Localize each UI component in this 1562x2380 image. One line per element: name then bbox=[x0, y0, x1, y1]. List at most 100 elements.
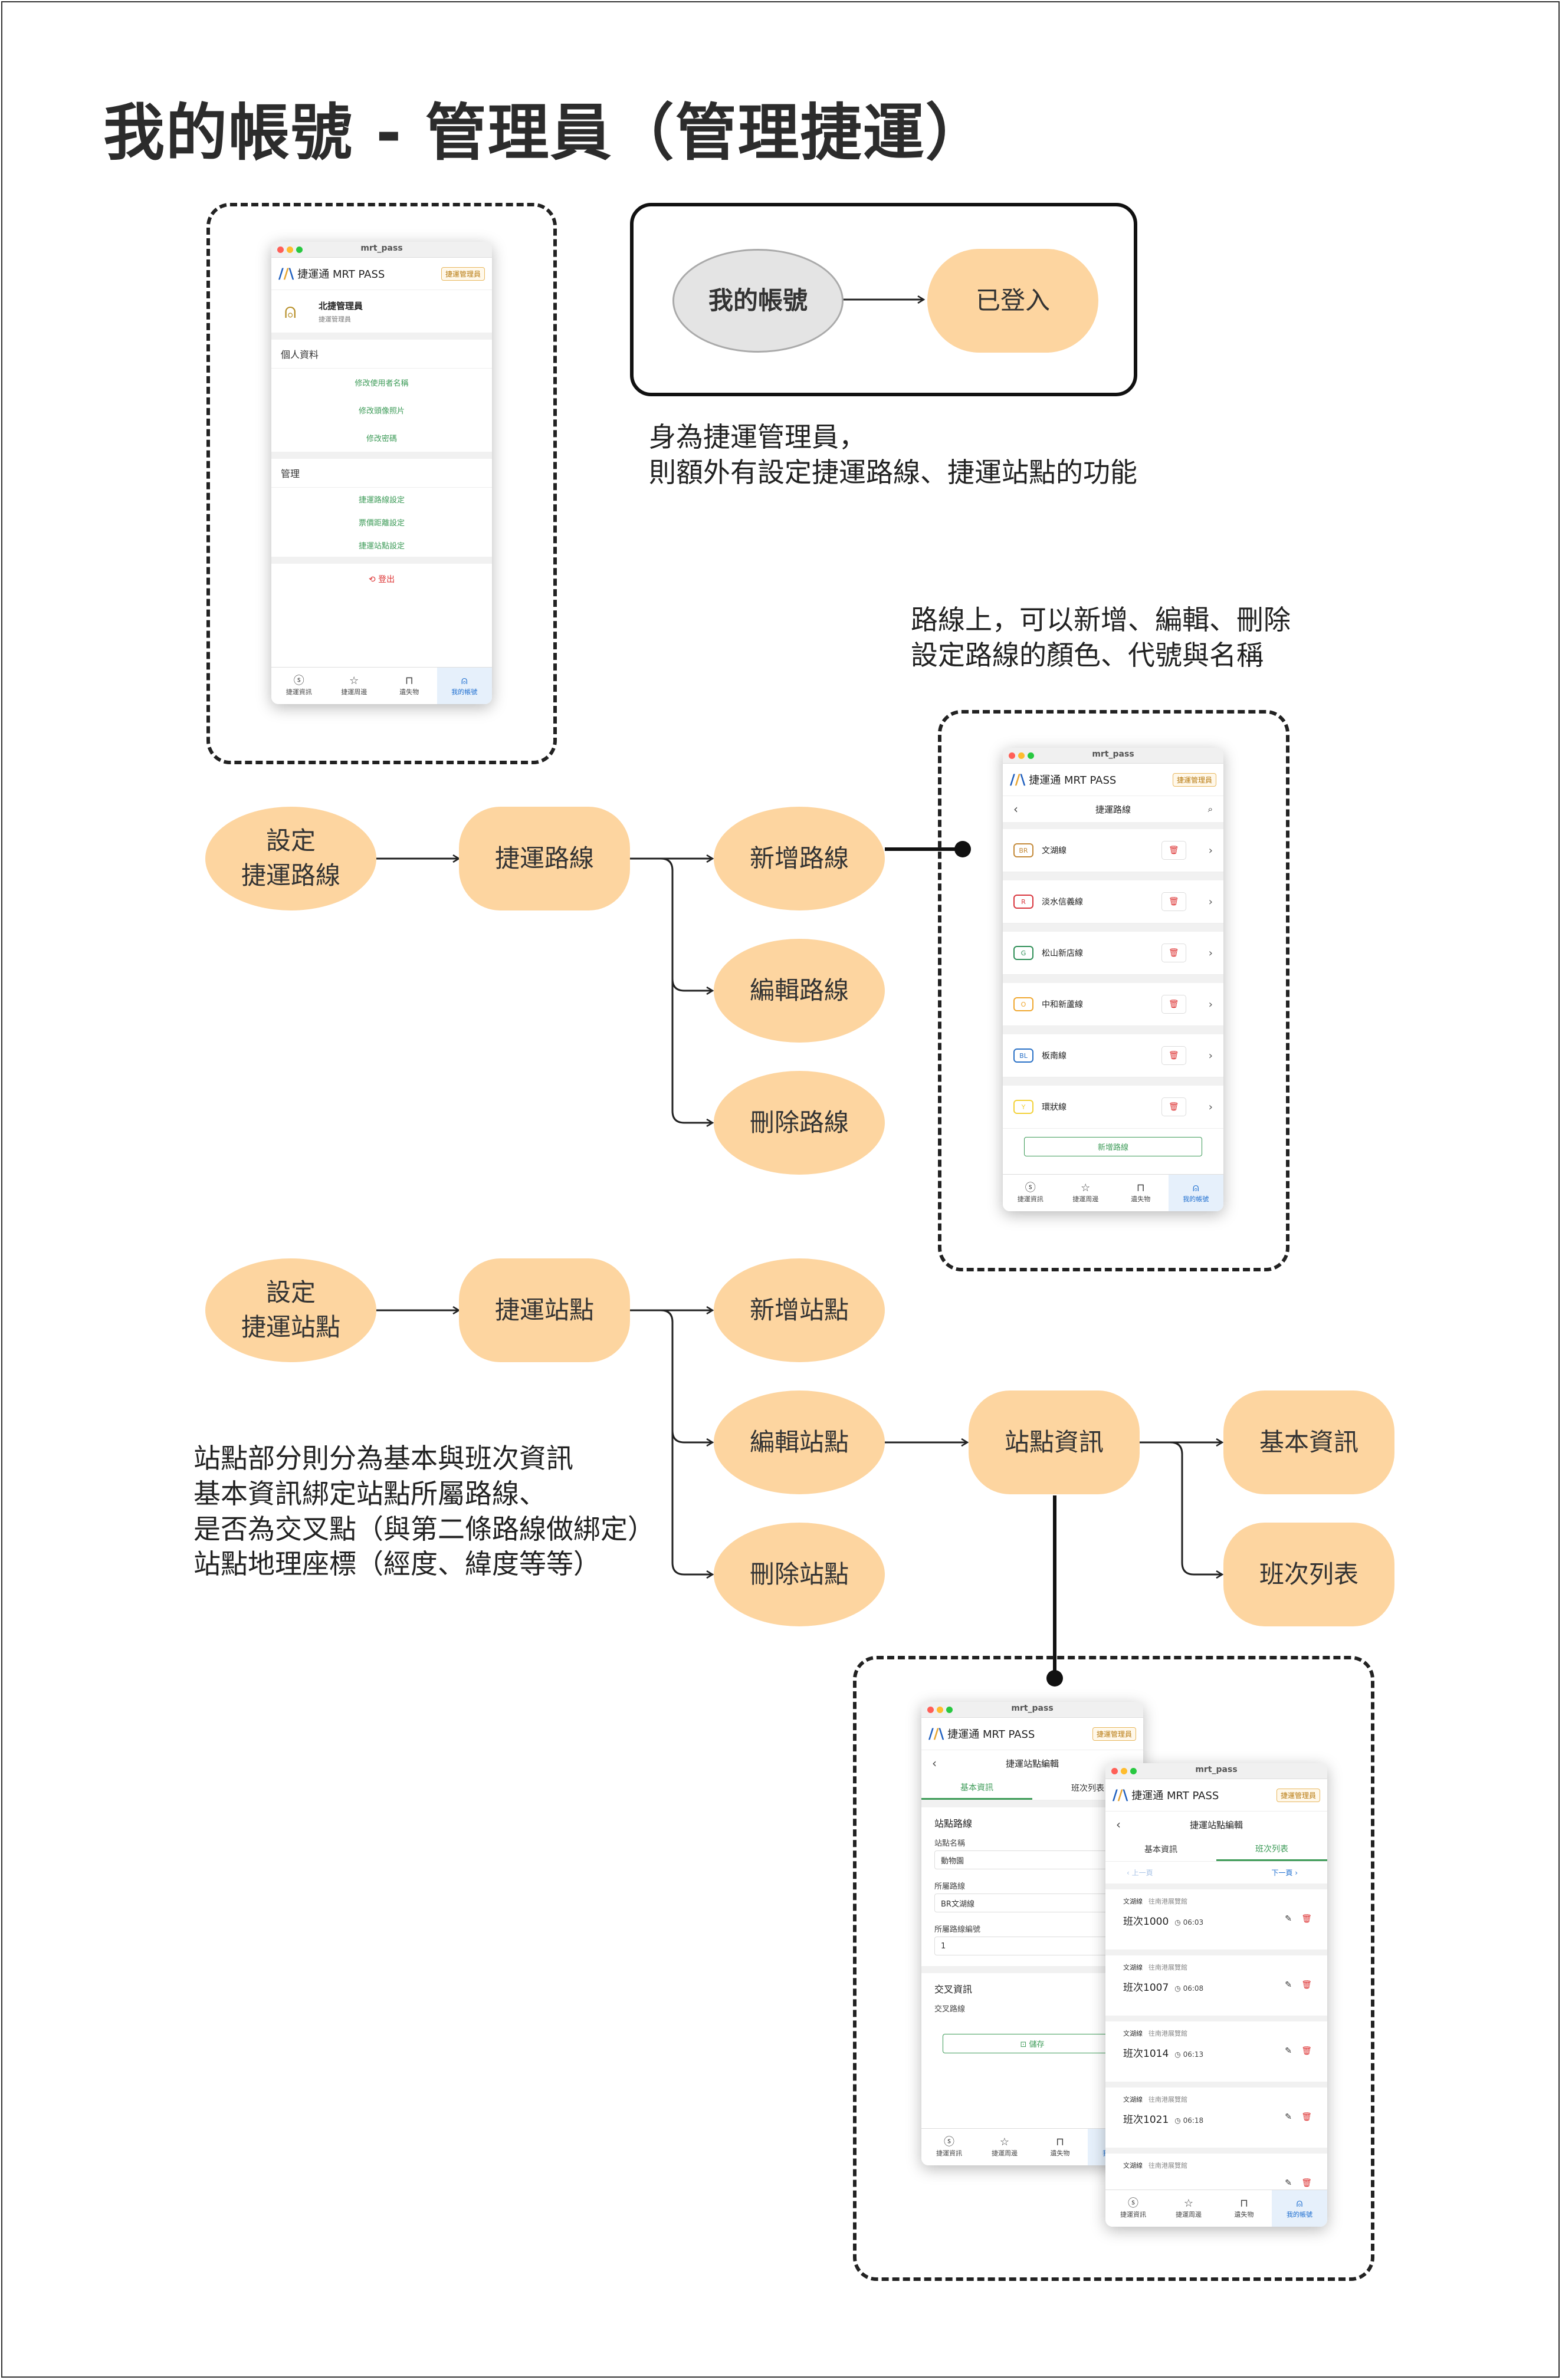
schedule-line: 文湖線 bbox=[1123, 1964, 1143, 1971]
edit-password-link[interactable]: 修改密碼 bbox=[366, 435, 397, 443]
edit-avatar-link[interactable]: 修改頭像照片 bbox=[358, 407, 405, 416]
role-badge: 捷運管理員 bbox=[1276, 1788, 1320, 1802]
schedule-time: 06:03 bbox=[1183, 1918, 1204, 1927]
chevron-right-icon[interactable]: › bbox=[1208, 1049, 1213, 1062]
nav-nearby[interactable]: ☆捷運周邊 bbox=[992, 2136, 1018, 2158]
add-route-button[interactable]: 新增路線 bbox=[1024, 1137, 1202, 1156]
nav-lost-found[interactable]: ⊓遺失物 bbox=[1131, 1182, 1151, 1204]
route-badge: BR bbox=[1013, 843, 1033, 857]
tab-schedule-list[interactable]: 班次列表 bbox=[1071, 1784, 1104, 1793]
nav-lost-found[interactable]: ⊓遺失物 bbox=[1234, 2197, 1254, 2219]
pager: ‹ 上一頁 下一頁 › bbox=[1105, 1862, 1327, 1889]
schedule-code: 班次1007 bbox=[1123, 1982, 1169, 1994]
tab-basic-info[interactable]: 基本資訊 bbox=[1144, 1845, 1177, 1855]
minimize-dot[interactable] bbox=[1121, 1768, 1127, 1774]
nav-nearby[interactable]: ☆捷運周邊 bbox=[1176, 2197, 1202, 2219]
bag-icon: ⊓ bbox=[1136, 1182, 1145, 1194]
tab-basic-info[interactable]: 基本資訊 bbox=[921, 1776, 1032, 1800]
station-settings-link[interactable]: 捷運站點設定 bbox=[358, 542, 405, 551]
tab-schedule-list[interactable]: 班次列表 bbox=[1216, 1837, 1327, 1861]
chevron-right-icon[interactable]: › bbox=[1208, 998, 1213, 1011]
edit-icon[interactable]: ✎ bbox=[1285, 1980, 1292, 1990]
nav-account[interactable]: ⍝我的帳號 bbox=[1272, 2190, 1327, 2227]
delete-icon[interactable]: 🗑 bbox=[1161, 995, 1186, 1014]
station-name-field[interactable]: 動物園 bbox=[934, 1850, 1130, 1869]
delete-icon[interactable]: 🗑 bbox=[1161, 892, 1186, 911]
delete-icon[interactable]: 🗑 bbox=[1161, 944, 1186, 962]
maximize-dot[interactable] bbox=[1130, 1768, 1137, 1774]
edit-icon[interactable]: ✎ bbox=[1285, 1914, 1292, 1924]
line-number-field[interactable]: 1 bbox=[934, 1937, 1130, 1955]
nav-nearby[interactable]: ☆捷運周邊 bbox=[1072, 1182, 1099, 1204]
chevron-right-icon[interactable]: › bbox=[1208, 844, 1213, 857]
clock-icon: ◷ bbox=[1174, 1984, 1183, 1993]
close-dot[interactable] bbox=[277, 246, 284, 253]
close-dot[interactable] bbox=[927, 1707, 934, 1713]
minimize-dot[interactable] bbox=[1018, 752, 1025, 759]
delete-icon[interactable]: 🗑 bbox=[1301, 1980, 1312, 1990]
chevron-right-icon[interactable]: › bbox=[1208, 946, 1213, 959]
edit-icon[interactable]: ✎ bbox=[1285, 2178, 1292, 2188]
delete-icon[interactable]: 🗑 bbox=[1301, 1914, 1312, 1924]
chevron-right-icon[interactable]: › bbox=[1208, 895, 1213, 908]
delete-icon[interactable]: 🗑 bbox=[1301, 2112, 1312, 2122]
back-icon[interactable]: ‹ bbox=[1116, 1817, 1121, 1832]
maximize-dot[interactable] bbox=[1028, 752, 1034, 759]
schedule-item: 文湖線往南港展覽館班次1014◷ 06:13✎🗑 bbox=[1105, 2021, 1327, 2088]
next-page-button[interactable]: 下一頁 › bbox=[1271, 1869, 1298, 1877]
back-icon[interactable]: ‹ bbox=[1013, 802, 1018, 816]
minimize-dot[interactable] bbox=[937, 1707, 943, 1713]
line-label: 所屬路線 bbox=[934, 1882, 966, 1891]
nav-lost-found[interactable]: ⊓遺失物 bbox=[1050, 2136, 1070, 2158]
chevron-right-icon[interactable]: › bbox=[1208, 1100, 1213, 1113]
back-icon[interactable]: ‹ bbox=[932, 1756, 937, 1770]
route-settings-link[interactable]: 捷運路線設定 bbox=[358, 496, 405, 505]
nav-nearby[interactable]: ☆捷運周邊 bbox=[341, 675, 367, 696]
close-dot[interactable] bbox=[1009, 752, 1015, 759]
user-icon: ⍝ bbox=[1296, 2197, 1303, 2210]
logo-icon: //\ bbox=[928, 1725, 944, 1742]
delete-icon[interactable]: 🗑 bbox=[1161, 1097, 1186, 1116]
fare-settings-link[interactable]: 票價距離設定 bbox=[358, 519, 405, 528]
nav-account[interactable]: ⍝我的帳號 bbox=[437, 668, 492, 704]
delete-icon[interactable]: 🗑 bbox=[1301, 2046, 1312, 2056]
edit-icon[interactable]: ✎ bbox=[1285, 2046, 1292, 2056]
delete-icon[interactable]: 🗑 bbox=[1161, 841, 1186, 860]
page-title: 我的帳號 - 管理員（管理捷運） bbox=[103, 97, 988, 169]
sub-header: ‹ 捷運站點編輯 bbox=[921, 1750, 1143, 1776]
edit-icon[interactable]: ✎ bbox=[1285, 2112, 1292, 2122]
minimize-dot[interactable] bbox=[287, 246, 293, 253]
delete-icon[interactable]: 🗑 bbox=[1301, 2178, 1312, 2188]
line-select[interactable]: BR文湖線 bbox=[934, 1894, 1130, 1912]
logout-button[interactable]: ⟲ 登出 bbox=[368, 575, 395, 584]
close-dot[interactable] bbox=[1111, 1768, 1118, 1774]
delete-icon[interactable]: 🗑 bbox=[1161, 1046, 1186, 1065]
maximize-dot[interactable] bbox=[946, 1707, 953, 1713]
schedule-item: 文湖線往南港展覽館班次1000◷ 06:03✎🗑 bbox=[1105, 1889, 1327, 1955]
maximize-dot[interactable] bbox=[296, 246, 303, 253]
tab-bar: 基本資訊 班次列表 bbox=[1105, 1837, 1327, 1862]
nav-account[interactable]: ⍝我的帳號 bbox=[1168, 1175, 1223, 1211]
edit-username-link[interactable]: 修改使用者名稱 bbox=[355, 379, 409, 388]
search-icon[interactable]: ⌕ bbox=[1207, 804, 1213, 814]
nav-lost-found[interactable]: ⊓遺失物 bbox=[399, 675, 419, 696]
station-note: 站點部分則分為基本與班次資訊基本資訊綁定站點所屬路線、 是否為交叉點（與第二條路… bbox=[193, 1442, 655, 1580]
route-badge: R bbox=[1013, 895, 1033, 909]
save-button[interactable]: ⊡ 儲存 bbox=[943, 2034, 1122, 2053]
prev-page-button[interactable]: ‹ 上一頁 bbox=[1127, 1869, 1153, 1877]
schedule-direction: 往南港展覽館 bbox=[1148, 1964, 1187, 1971]
line-number-label: 所屬路線編號 bbox=[934, 1925, 981, 1934]
